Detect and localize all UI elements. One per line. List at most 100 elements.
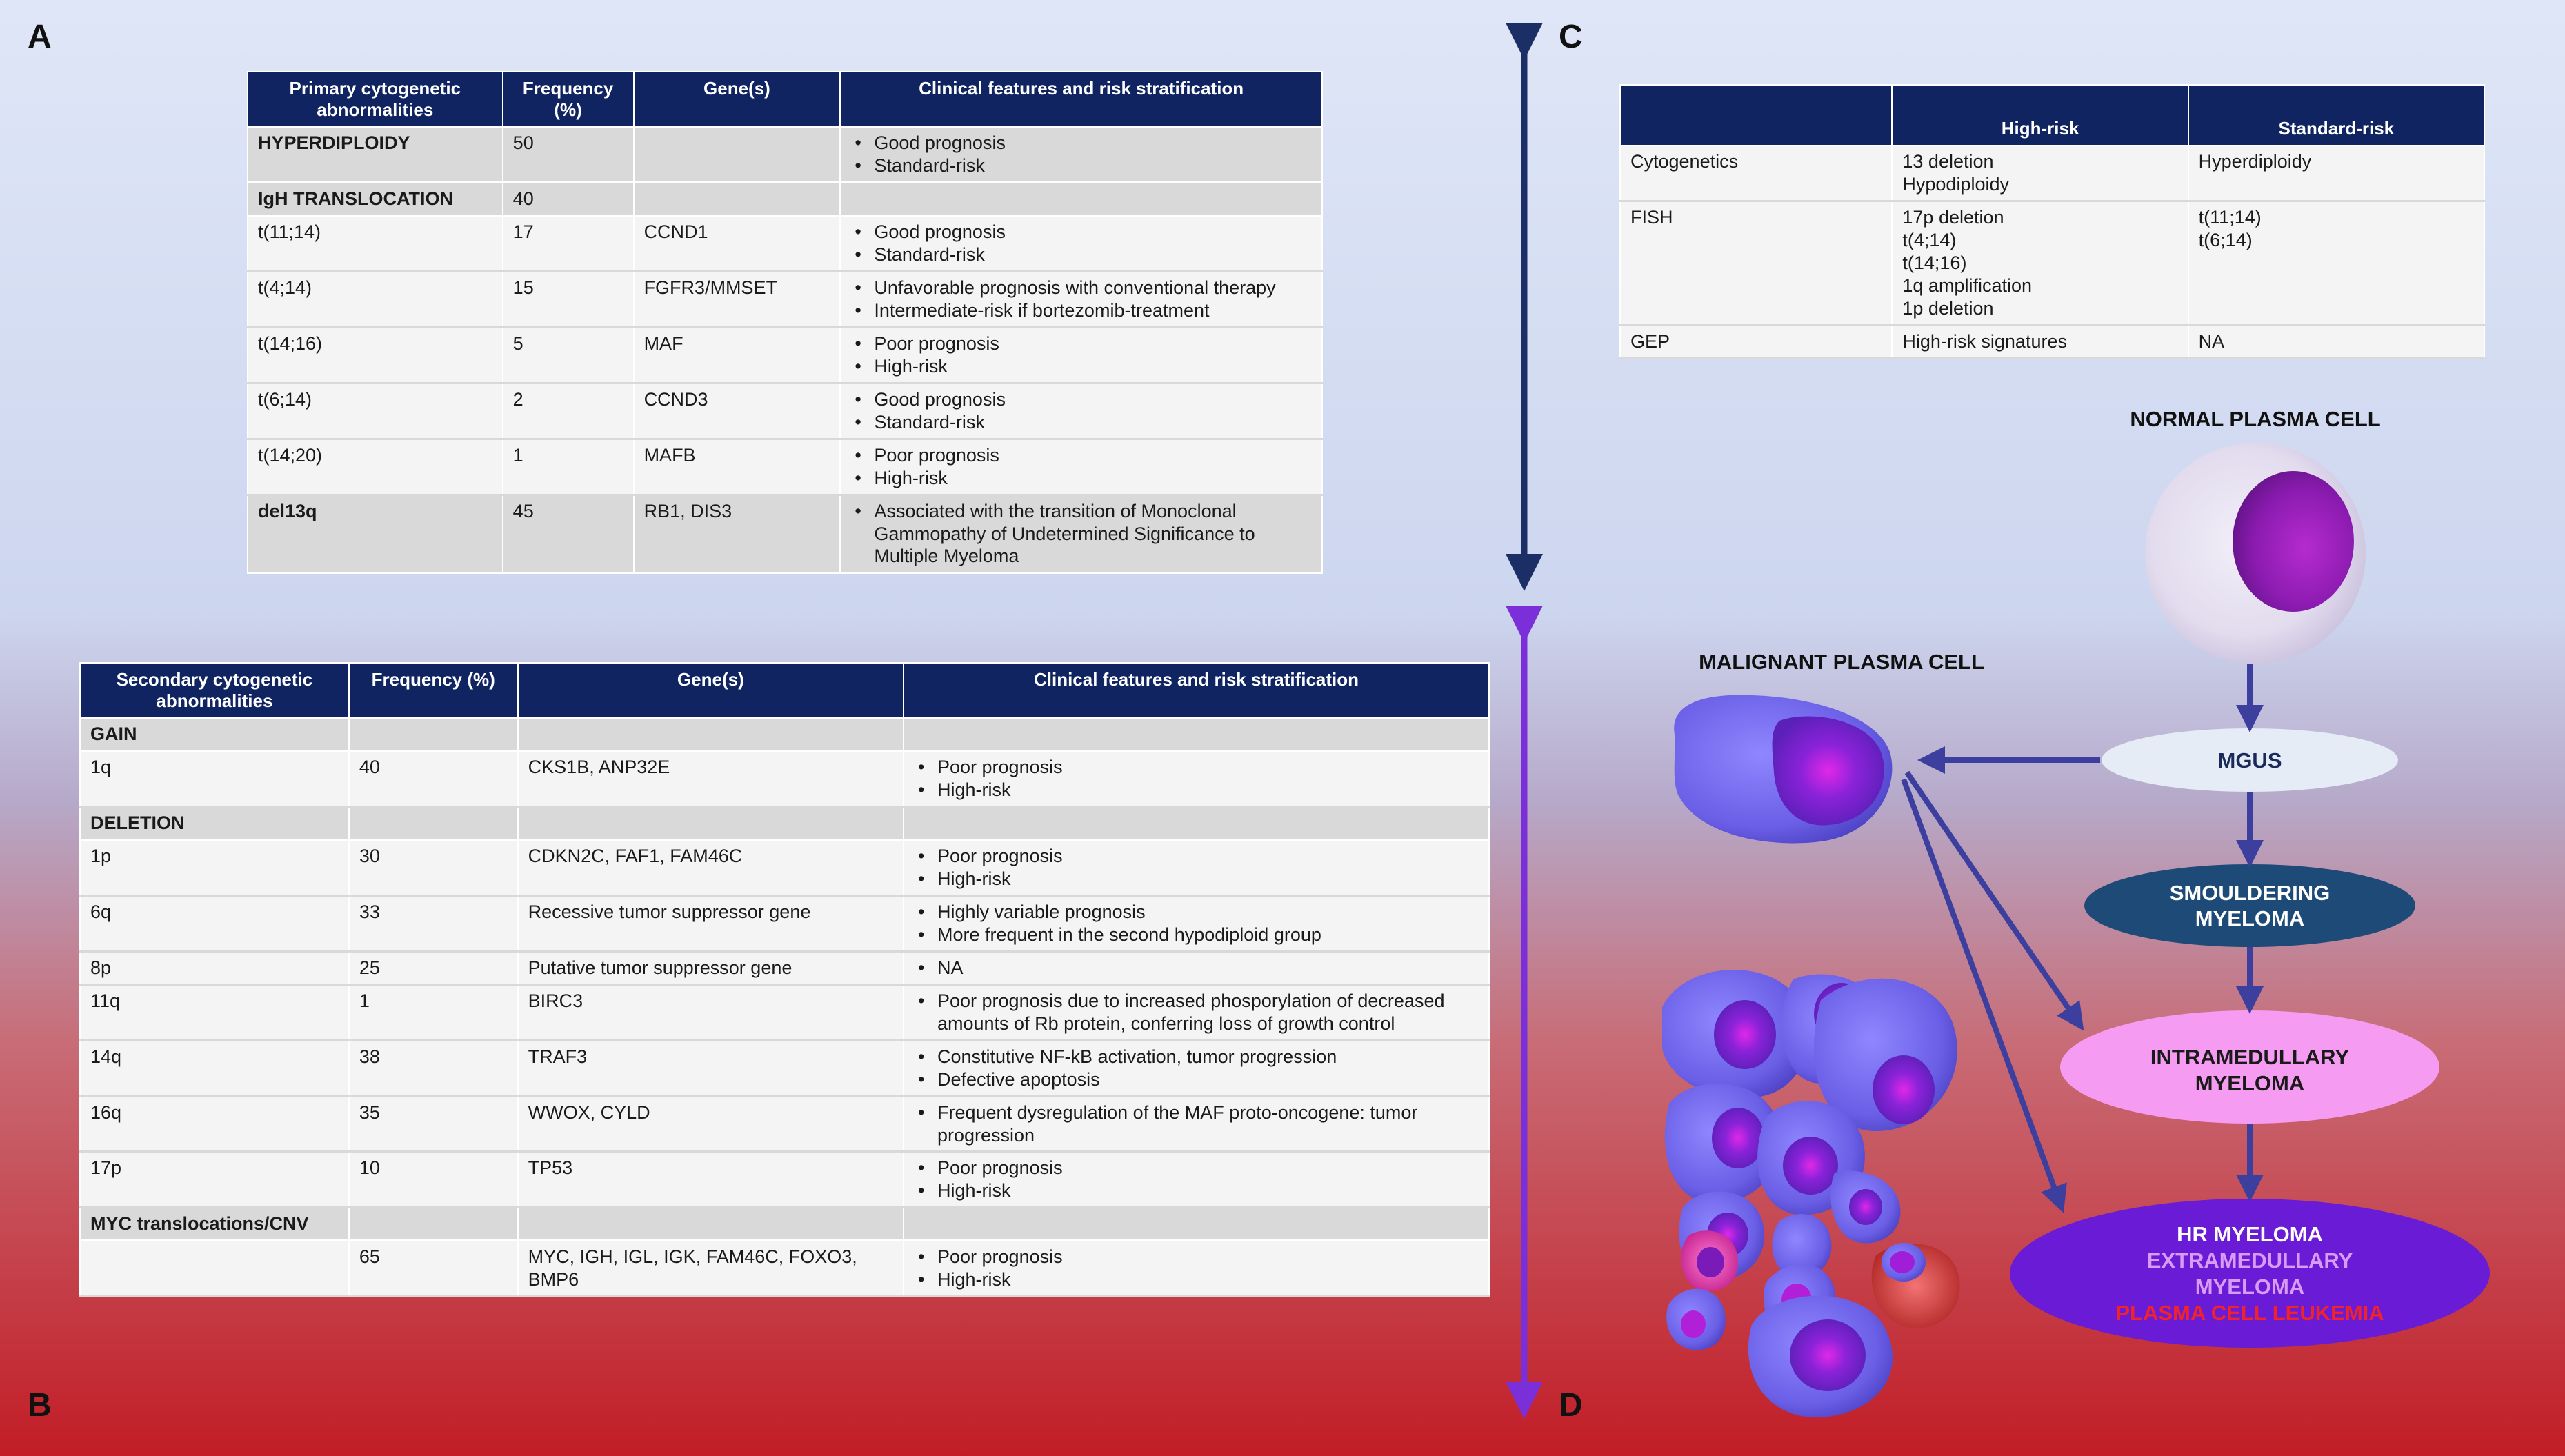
col-header-standard-risk: Standard-risk (2187, 84, 2486, 146)
smouldering-myeloma-node: SMOULDERING MYELOMA (2084, 864, 2415, 947)
table-row: GAIN (79, 718, 1490, 752)
high-risk-item: High-risk signatures (1902, 330, 2067, 352)
high-risk-item: t(14;16) (1902, 252, 1967, 273)
high-risk-item: 13 deletion (1902, 151, 1994, 172)
frequency-cell: 2 (501, 383, 635, 440)
abnormality-cell: 1q (79, 750, 350, 808)
clinical-features-cell: Highly variable prognosisMore frequent i… (903, 895, 1490, 953)
feature-item: High-risk (850, 355, 1312, 378)
genes-cell (632, 182, 841, 217)
feature-item: Poor prognosis (914, 756, 1479, 779)
feature-list: Poor prognosisHigh-risk (914, 1157, 1479, 1202)
standard-risk-item: NA (2198, 330, 2225, 352)
clinical-features-cell (903, 1207, 1490, 1242)
clinical-features-cell: Good prognosisStandard-risk (839, 383, 1323, 440)
clinical-features-cell: Poor prognosisHigh-risk (839, 439, 1323, 496)
abnormality-cell: GAIN (79, 718, 350, 752)
feature-list: Poor prognosisHigh-risk (914, 756, 1479, 801)
genes-cell: TP53 (517, 1151, 905, 1209)
panel-label-d: D (1559, 1387, 1583, 1424)
abnormality-cell: 17p (79, 1151, 350, 1209)
frequency-cell (348, 1207, 519, 1242)
feature-item: Frequent dysregulation of the MAF proto-… (914, 1101, 1479, 1147)
feature-list: NA (914, 957, 1479, 979)
clinical-features-cell (903, 718, 1490, 752)
table-row: t(11;14)17CCND1Good prognosisStandard-ri… (247, 215, 1323, 273)
genes-cell: Putative tumor suppressor gene (517, 951, 905, 986)
feature-item: Highly variable prognosis (914, 901, 1479, 924)
normal-plasma-cell-label: NORMAL PLASMA CELL (2130, 407, 2380, 431)
feature-item: Good prognosis (850, 388, 1312, 411)
feature-item: Poor prognosis due to increased phospory… (914, 990, 1479, 1035)
frequency-cell: 35 (348, 1096, 519, 1153)
feature-item: Poor prognosis (850, 332, 1312, 355)
table-row: MYC translocations/CNV (79, 1207, 1490, 1242)
frequency-cell: 15 (501, 271, 635, 328)
plasma-cell-leukemia-label: PLASMA CELL LEUKEMIA (2115, 1301, 2384, 1325)
clinical-features-cell: Associated with the transition of Monocl… (839, 495, 1323, 575)
clinical-features-cell: Good prognosisStandard-risk (839, 127, 1323, 184)
arrow-malignant-to-hr (1901, 778, 2067, 1213)
clinical-features-cell (903, 806, 1490, 841)
intramedullary-label-line2: MYELOMA (2195, 1071, 2304, 1095)
abnormality-cell: t(11;14) (247, 215, 503, 273)
feature-item: Standard-risk (850, 243, 1312, 266)
genes-cell: RB1, DIS3 (632, 495, 841, 575)
secondary-abnormalities-table: Secondary cytogenetic abnormalities Freq… (79, 661, 1490, 1298)
col-header-method (1619, 84, 1893, 146)
abnormality-cell: t(4;14) (247, 271, 503, 328)
feature-item: High-risk (850, 467, 1312, 490)
method-cell: Cytogenetics (1619, 146, 1893, 202)
high-risk-item: 1p deletion (1902, 297, 1994, 319)
smouldering-label-line2: MYELOMA (2195, 906, 2304, 930)
frequency-cell: 30 (348, 839, 519, 897)
feature-list: Constitutive NF-kB activation, tumor pro… (914, 1046, 1479, 1091)
feature-item: Poor prognosis (914, 1246, 1479, 1268)
extramedullary-label-line2: MYELOMA (2195, 1275, 2304, 1299)
feature-list: Poor prognosisHigh-risk (850, 332, 1312, 378)
feature-item: High-risk (914, 868, 1479, 890)
col-header-abnormality: Primary cytogenetic abnormalities (247, 70, 503, 128)
genes-cell: CDKN2C, FAF1, FAM46C (517, 839, 905, 897)
abnormality-cell: DELETION (79, 806, 350, 841)
col-header-frequency: Frequency (%) (348, 661, 519, 719)
table-row: t(14;16)5MAFPoor prognosisHigh-risk (247, 327, 1323, 384)
extramedullary-label-line1: EXTRAMEDULLARY (2147, 1248, 2353, 1273)
abnormality-cell: del13q (247, 495, 503, 575)
genes-cell: TRAF3 (517, 1040, 905, 1097)
panel-label-b: B (28, 1387, 52, 1424)
table-row: 11q1BIRC3Poor prognosis due to increased… (79, 984, 1490, 1041)
standard-risk-item: t(11;14) (2198, 206, 2262, 228)
progression-arrows (1901, 664, 2264, 1213)
genes-cell (517, 1207, 905, 1242)
genes-cell (517, 806, 905, 841)
genes-cell: CCND3 (632, 383, 841, 440)
abnormality-cell: 6q (79, 895, 350, 953)
standard-risk-cell: NA (2187, 325, 2486, 359)
feature-list: Good prognosisStandard-risk (850, 132, 1312, 177)
abnormality-cell (79, 1240, 350, 1298)
feature-list: Associated with the transition of Monocl… (850, 500, 1312, 568)
feature-item: Poor prognosis (914, 845, 1479, 868)
table-row: 17p10TP53Poor prognosisHigh-risk (79, 1151, 1490, 1209)
frequency-cell (348, 806, 519, 841)
abnormality-cell: 1p (79, 839, 350, 897)
feature-list: Unfavorable prognosis with conventional … (850, 277, 1312, 322)
malignant-plasma-cell-label: MALIGNANT PLASMA CELL (1699, 650, 1984, 674)
table-row: 14q38TRAF3Constitutive NF-kB activation,… (79, 1040, 1490, 1097)
feature-list: Highly variable prognosisMore frequent i… (914, 901, 1479, 946)
clinical-features-cell: Constitutive NF-kB activation, tumor pro… (903, 1040, 1490, 1097)
arrow-malignant-to-intramedullary (1904, 770, 2084, 1031)
feature-item: High-risk (914, 779, 1479, 801)
